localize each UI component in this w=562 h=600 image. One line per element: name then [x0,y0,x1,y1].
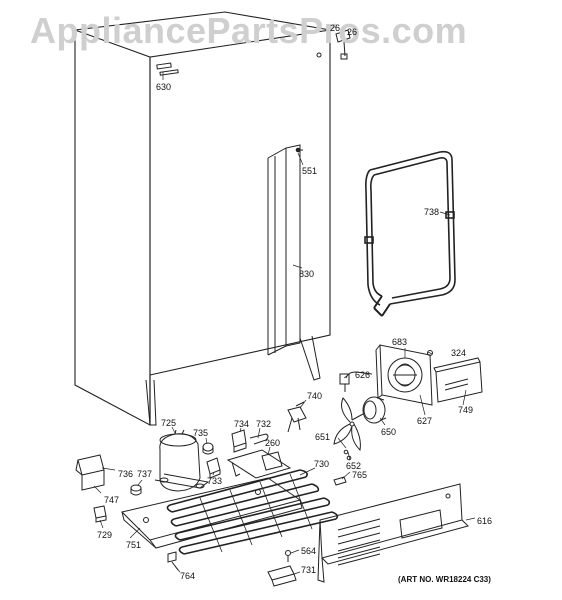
bracket-736 [75,454,105,491]
part-label-725[interactable]: 725 [161,418,177,428]
part-label-747[interactable]: 747 [104,495,120,505]
part-label-765[interactable]: 765 [352,470,368,480]
part-label-764[interactable]: 764 [180,571,196,581]
part-label-26[interactable]: 26 [330,23,341,33]
part-label-740[interactable]: 740 [307,391,323,401]
relay-734 [231,429,247,453]
part-label-738[interactable]: 738 [424,207,440,217]
refrigerator-cabinet [74,11,331,426]
clip-732 [249,433,269,445]
art-number: (ART NO. WR18224 C33) [398,575,491,584]
base-pan-751 [121,477,303,549]
part-label-627[interactable]: 627 [417,416,433,426]
part-label-630[interactable]: 630 [156,82,172,92]
part-label-733[interactable]: 733 [207,476,223,486]
condenser-coil [166,469,339,555]
part-label-731[interactable]: 731 [301,565,317,575]
part-label-626[interactable]: 626 [355,370,371,380]
defrost-thermostat-740 [287,401,307,433]
screw-765 [333,476,347,486]
part-label-551[interactable]: 551 [302,166,318,176]
part-label-260[interactable]: 260 [265,438,281,448]
screw-564 [285,550,291,562]
part-label-564[interactable]: 564 [301,546,317,556]
part-label-652[interactable]: 652 [346,461,362,471]
condenser-fan-bracket [375,344,433,406]
evaporator-cover-749 [433,357,483,403]
grommet-737 [130,484,142,496]
start-relay-733 [206,457,221,479]
leader-lines [93,31,476,575]
part-label-736[interactable]: 736 [118,469,134,479]
compressor [154,429,210,492]
screw-26-part [335,29,351,60]
mounting-tray-260 [226,449,292,479]
drain-heater-loop [364,150,456,317]
part-label-26b[interactable]: 26 [347,27,358,37]
overload-protector-735 [202,442,214,455]
part-label-734[interactable]: 734 [234,419,250,429]
fan-blade [333,397,361,461]
part-label-324[interactable]: 324 [451,348,467,358]
part-label-749[interactable]: 749 [458,405,474,415]
part-label-729[interactable]: 729 [97,530,113,540]
clip-731 [267,565,297,587]
part-label-732[interactable]: 732 [256,419,272,429]
part-label-737[interactable]: 737 [137,469,153,479]
fan-motor [351,396,387,424]
screw-324 [427,350,433,356]
part-label-735[interactable]: 735 [193,428,209,438]
wire-harness-626 [339,371,373,392]
watermark-logo-text: AppliancePartsPros.com [30,10,468,51]
part-label-651[interactable]: 651 [315,432,331,442]
part-label-730[interactable]: 730 [314,459,330,469]
clip-729 [93,505,107,523]
part-label-751[interactable]: 751 [126,540,142,550]
part-label-683[interactable]: 683 [392,337,408,347]
part-label-830[interactable]: 830 [299,269,315,279]
part-label-650[interactable]: 650 [381,427,397,437]
part-label-616[interactable]: 616 [477,516,493,526]
rear-access-cover-616 [317,483,469,583]
divider-rail [267,144,303,356]
